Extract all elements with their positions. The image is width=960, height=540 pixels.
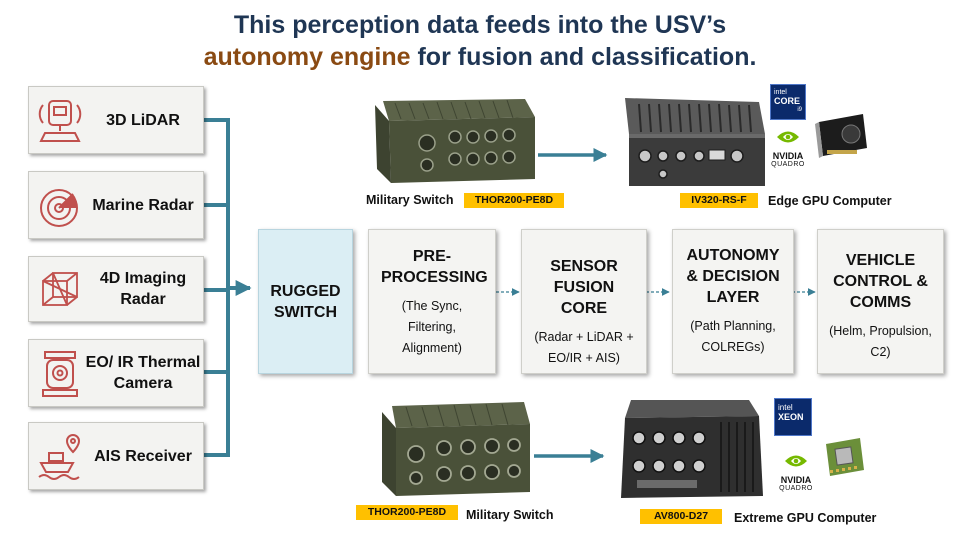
bottom-switch-caption: Military Switch: [466, 508, 554, 522]
stage-title: VEHICLE CONTROL & COMMS: [833, 252, 928, 311]
sensor-ais-receiver: AIS Receiver: [28, 422, 204, 490]
stage-title: PRE-PROCESSING: [381, 248, 488, 286]
sensor-3d-lidar: 3D LiDAR: [28, 86, 204, 154]
nvidia-brand: NVIDIA: [772, 151, 804, 161]
diagram-title-line2: autonomy engine for fusion and classific…: [203, 43, 757, 71]
quadro-line: QUADRO: [771, 161, 805, 168]
military-switch-image-bottom: [382, 402, 530, 496]
edge-gpu-computer-image: [625, 98, 765, 186]
bottom-computer-caption: Extreme GPU Computer: [734, 511, 877, 525]
radar-icon: [40, 189, 78, 227]
stage-pre-processing: PRE-PROCESSING (The Sync, Filtering, Ali…: [368, 229, 496, 374]
intel-xeon-text: XEON: [778, 412, 804, 422]
intel-tier-text: i9: [797, 107, 802, 113]
nvidia-quadro-logo-bottom: NVIDIA QUADRO: [774, 452, 818, 494]
hardware-arrows: [534, 148, 608, 463]
intel-xeon-badge: intel XEON: [774, 398, 812, 436]
top-computer-model-tag: IV320-RS-F: [680, 193, 758, 208]
diagram-title-line1: This perception data feeds into the USV’…: [233, 11, 727, 39]
sensor-label: EO/ IR Thermal Camera: [85, 354, 201, 392]
bottom-computer-model-tag: AV800-D27: [640, 509, 722, 524]
nvidia-eye-icon: [777, 131, 799, 143]
intel-brand-text: intel: [774, 89, 787, 96]
gpu-module-image: [826, 438, 864, 476]
top-switch-caption: Military Switch: [366, 193, 454, 207]
stage-title: AUTONOMY & DECISION LAYER: [686, 247, 780, 306]
sensor-label: 3D LiDAR: [106, 111, 180, 129]
military-switch-image-top: [375, 99, 535, 183]
intel-brand-text: intel: [778, 403, 793, 412]
stage-sensor-fusion-core: SENSOR FUSION CORE (Radar + LiDAR + EO/I…: [521, 229, 647, 374]
top-switch-model-tag: THOR200-PE8D: [464, 193, 564, 208]
gpu-card-image: [815, 114, 867, 158]
bottom-switch-model-tag: THOR200-PE8D: [356, 505, 458, 520]
stage-detail: (Path Planning, COLREGs): [690, 319, 776, 354]
stage-title: SENSOR FUSION CORE: [550, 258, 618, 317]
thermal-camera-icon: [42, 351, 78, 397]
sensor-label: Marine Radar: [92, 196, 194, 214]
sensor-4d-imaging-radar: 4D Imaging Radar: [28, 256, 204, 322]
top-computer-caption: Edge GPU Computer: [768, 194, 892, 208]
stage-autonomy-decision-layer: AUTONOMY & DECISION LAYER (Path Planning…: [672, 229, 794, 374]
stage-detail: (Radar + LiDAR + EO/IR + AIS): [534, 330, 634, 365]
stage-vehicle-control-comms: VEHICLE CONTROL & COMMS (Helm, Propulsio…: [817, 229, 944, 374]
sensor-label: AIS Receiver: [94, 447, 192, 465]
lidar-icon: [38, 100, 82, 142]
nvidia-quadro-logo-top: NVIDIA QUADRO: [766, 128, 810, 170]
intel-core-text: CORE: [774, 96, 801, 106]
nvidia-eye-icon: [785, 455, 807, 467]
stage-detail: (The Sync, Filtering, Alignment): [401, 299, 463, 355]
title-accent: autonomy engine: [203, 43, 411, 71]
stage-rugged-switch: RUGGED SWITCH: [258, 229, 353, 374]
sensor-eo-ir-thermal-camera: EO/ IR Thermal Camera: [28, 339, 204, 407]
stage-detail: (Helm, Propulsion, C2): [829, 324, 932, 359]
quadro-line: QUADRO: [779, 485, 813, 492]
stage-title: RUGGED SWITCH: [270, 282, 341, 321]
ais-ship-icon: [38, 433, 81, 480]
sensor-label: 4D Imaging Radar: [99, 270, 187, 308]
imaging-radar-icon: [42, 272, 78, 306]
sensor-marine-radar: Marine Radar: [28, 171, 204, 239]
nvidia-brand: NVIDIA: [780, 475, 812, 485]
extreme-gpu-computer-image: [621, 400, 763, 498]
intel-core-badge: intel CORE i9: [770, 84, 806, 120]
sensor-bus: [204, 118, 252, 457]
